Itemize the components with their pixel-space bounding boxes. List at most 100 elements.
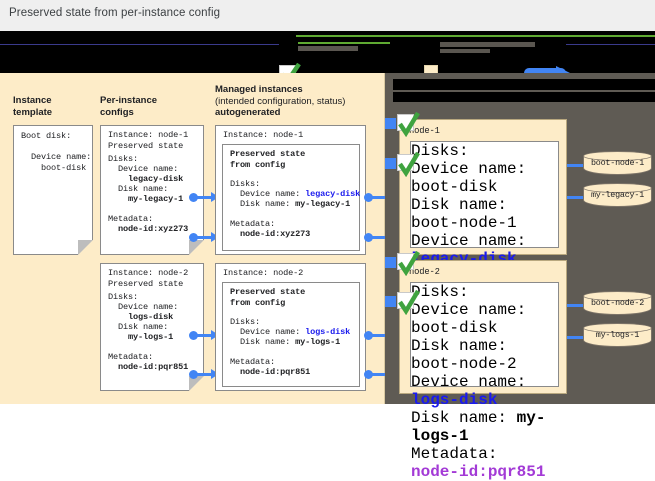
mi-device-name-label: Device name: xyxy=(230,327,306,337)
mi-header: Instance: node-1 xyxy=(223,130,304,140)
disk-top xyxy=(583,323,652,333)
mi-disk-name-label: Disk name: xyxy=(230,199,296,209)
node-preserved-device-label: Device name: xyxy=(411,373,527,391)
node-state-inner-card: Disks: Device name: boot-disk Disk name:… xyxy=(410,141,559,340)
pic-metadata-value: node-id:xyz273 xyxy=(108,224,189,234)
pic-device-name-label: Device name: xyxy=(108,164,179,174)
disk-connector-line xyxy=(567,304,583,307)
pic-device-name-value: legacy-disk xyxy=(108,174,184,184)
connector-line xyxy=(195,196,213,199)
card-fold-corner-icon xyxy=(189,376,204,391)
legend-band xyxy=(0,31,655,87)
green-check-icon xyxy=(397,111,420,137)
legend-green-rule-mid xyxy=(298,42,390,44)
column-header-managed-instances: Managed instances (intended configuratio… xyxy=(215,84,346,118)
connector-square xyxy=(385,296,396,307)
pic-metadata-label: Metadata: xyxy=(108,352,154,362)
mi-device-name-label: Device name: xyxy=(230,189,306,199)
right-panel-header-redacted-1 xyxy=(393,79,655,90)
disk-top xyxy=(583,183,652,193)
mi-disk-name-value: my-logs-1 xyxy=(295,337,341,347)
title-bar: Preserved state from per-instance config xyxy=(0,0,655,31)
connector-line xyxy=(370,334,386,337)
mi-preserved-title: Preserved state from config xyxy=(230,287,306,308)
node-metadata-value: node-id:pqr851 xyxy=(411,463,546,481)
card-fold-corner-icon xyxy=(78,240,93,255)
preserved-state-inner-card: Preserved state from config Disks: Devic… xyxy=(222,144,360,251)
mi-metadata-label: Metadata: xyxy=(230,357,276,367)
connector-dot xyxy=(364,370,373,379)
pic-device-name-label: Device name: xyxy=(108,302,179,312)
card-fold-corner-icon xyxy=(189,240,204,255)
legend-redacted-label-2 xyxy=(440,42,535,47)
disk-cylinder: boot-node-1 xyxy=(583,151,652,176)
connector-dot xyxy=(189,193,198,202)
pic-disk-name-value: my-logs-1 xyxy=(108,332,174,342)
node-boot-device-name: Device name: boot-disk xyxy=(411,160,527,196)
mi-disks-label: Disks: xyxy=(230,179,261,189)
column-header-instance-template: Instance template xyxy=(13,95,53,118)
mi-disks-label: Disks: xyxy=(230,317,261,327)
left-panel: Instance template Per-instance configs M… xyxy=(0,73,386,404)
node-preserved-disk-label: Disk name: xyxy=(411,409,517,427)
disk-label: my-legacy-1 xyxy=(590,190,645,200)
pic-header: Instance: node-2 Preserved state xyxy=(108,268,189,289)
node-state-inner-card: Disks: Device name: boot-disk Disk name:… xyxy=(410,282,559,481)
node-card: node-1 Disks: Device name: boot-disk Dis… xyxy=(399,119,567,340)
instance-template-text: Boot disk: Device name: boot-disk xyxy=(21,131,92,173)
connector-line xyxy=(195,236,213,239)
disk-label: boot-node-1 xyxy=(590,158,645,168)
connector-line xyxy=(195,373,213,376)
connector-square xyxy=(385,158,396,169)
managed-instance-card: Instance: node-2 Preserved state from co… xyxy=(215,263,366,391)
legend-redacted-label-1 xyxy=(298,46,358,51)
instance-template-card: Boot disk: Device name: boot-disk xyxy=(13,125,93,255)
node-disks-label: Disks: xyxy=(411,283,469,301)
per-instance-config-card: Instance: node-2 Preserved state Disks: … xyxy=(100,263,204,391)
pic-metadata-label: Metadata: xyxy=(108,214,154,224)
disk-label: boot-node-2 xyxy=(590,298,645,308)
mi-header: Instance: node-2 xyxy=(223,268,304,278)
node-name: node-2 xyxy=(409,267,440,277)
page-title: Preserved state from per-instance config xyxy=(9,7,221,19)
node-preserved-device-label: Device name: xyxy=(411,232,527,250)
connector-dot xyxy=(189,370,198,379)
connector-dot xyxy=(364,331,373,340)
disk-top xyxy=(583,151,652,161)
connector-line xyxy=(370,196,386,199)
pic-header: Instance: node-1 Preserved state xyxy=(108,130,189,151)
pic-disk-name-label: Disk name: xyxy=(108,322,169,332)
right-panel-header-redacted-2 xyxy=(393,92,655,102)
legend-rule-left xyxy=(0,44,279,45)
mi-metadata-label: Metadata: xyxy=(230,219,276,229)
mi-metadata-value: node-id:pqr851 xyxy=(230,367,311,377)
legend-green-rule-top xyxy=(296,35,655,37)
connector-square xyxy=(385,118,396,129)
mi-preserved-title: Preserved state from config xyxy=(230,149,306,170)
green-check-icon xyxy=(397,151,420,177)
disk-cylinder: my-logs-1 xyxy=(583,323,652,348)
per-instance-config-card: Instance: node-1 Preserved state Disks: … xyxy=(100,125,204,255)
right-panel: node-1 Disks: Device name: boot-disk Dis… xyxy=(385,73,655,481)
column-header-per-instance-configs: Per-instance configs xyxy=(100,95,158,118)
mi-disk-name-label: Disk name: xyxy=(230,337,296,347)
disk-cylinder: boot-node-2 xyxy=(583,291,652,316)
node-boot-disk-name: Disk name: boot-node-1 xyxy=(411,196,517,232)
pic-disk-name-value: my-legacy-1 xyxy=(108,194,184,204)
mi-device-name-value: logs-disk xyxy=(305,327,351,337)
pic-device-name-value: logs-disk xyxy=(108,312,174,322)
preserved-state-inner-card: Preserved state from config Disks: Devic… xyxy=(222,282,360,387)
node-preserved-device-value: logs-disk xyxy=(411,391,498,409)
pic-disks-label: Disks: xyxy=(108,292,139,302)
node-disks-label: Disks: xyxy=(411,142,469,160)
green-check-icon xyxy=(397,289,420,315)
node-boot-disk-name: Disk name: boot-node-2 xyxy=(411,337,517,373)
connector-dot xyxy=(189,233,198,242)
mi-disk-name-value: my-legacy-1 xyxy=(295,199,351,209)
connector-dot xyxy=(364,233,373,242)
disk-cylinder: my-legacy-1 xyxy=(583,183,652,208)
mi-device-name-value: legacy-disk xyxy=(305,189,361,199)
connector-dot xyxy=(364,193,373,202)
disk-connector-line xyxy=(567,336,583,339)
disk-top xyxy=(583,291,652,301)
